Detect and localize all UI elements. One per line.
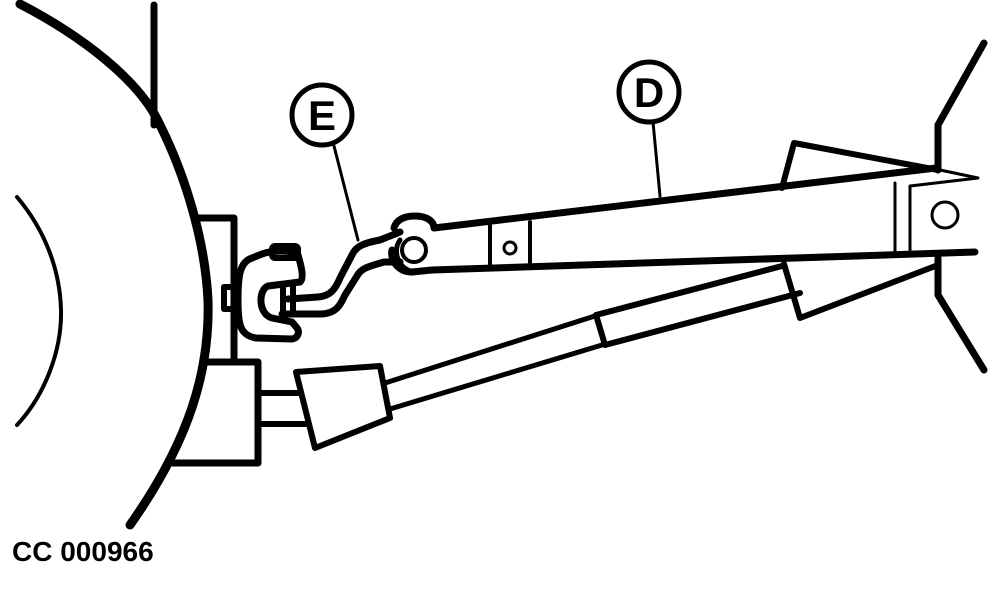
figure-id-label: CC 000966 xyxy=(12,536,154,567)
rear-brackets xyxy=(779,39,988,374)
tractor-tire xyxy=(15,0,213,530)
upper-link-arm xyxy=(388,164,980,276)
lower-link xyxy=(259,263,803,451)
hook-link xyxy=(234,228,404,343)
callout-e: E xyxy=(289,82,360,242)
callout-d-label: D xyxy=(634,69,664,116)
callout-d: D xyxy=(616,59,682,198)
callout-e-label: E xyxy=(308,92,336,139)
